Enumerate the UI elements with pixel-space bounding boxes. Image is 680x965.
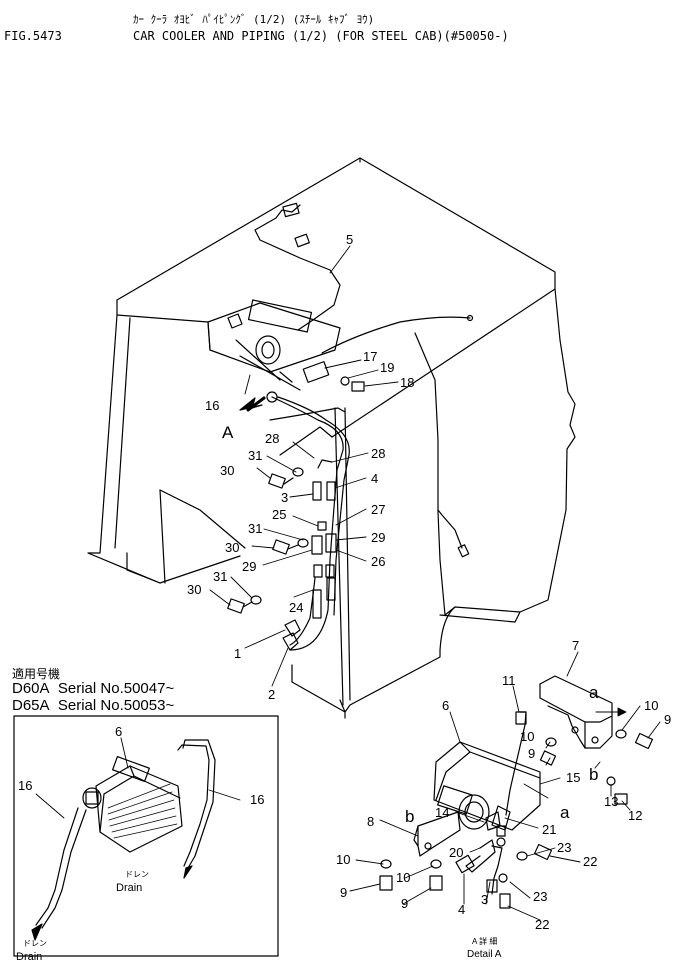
drain-jp-2: ドレン (23, 939, 47, 948)
label-28b: 28 (371, 446, 385, 461)
detail-label-21: 21 (542, 822, 556, 837)
part-4-fitting (326, 481, 336, 501)
label-19: 19 (380, 360, 394, 375)
detail-caption-jp: A 詳 細 (472, 936, 497, 946)
label-1: 1 (234, 646, 241, 661)
detail-label-6: 6 (442, 698, 449, 713)
detail-bolts (379, 729, 654, 891)
bolts-washers-main (227, 376, 365, 614)
label-31b: 31 (248, 521, 262, 536)
view-mark-A: A (222, 423, 234, 442)
detail-label-9a: 9 (664, 712, 671, 727)
detail-label-9b: 9 (528, 746, 535, 761)
wire-harness-5 (254, 202, 474, 558)
cab-left-wall (87, 314, 246, 584)
label-25: 25 (272, 507, 286, 522)
detail-label-22b: 22 (535, 917, 549, 932)
view-a-arrow (239, 396, 266, 412)
label-5: 5 (346, 232, 353, 247)
inset-label-16a: 16 (18, 778, 32, 793)
view-mark-b2: b (589, 765, 598, 784)
cab-floor-base (269, 407, 441, 719)
detail-label-11: 11 (502, 673, 516, 688)
cab-roof (116, 157, 556, 456)
detail-cooler-6 (433, 741, 541, 831)
detail-label-4: 4 (458, 902, 465, 917)
part-3-fitting (312, 481, 322, 501)
title-japanese: ｶｰ ｸｰﾗ ｵﾖﾋﾞ ﾊﾟｲﾋﾟﾝｸﾞ (1/2) (ｽﾁｰﾙ ｷｬﾌﾞ ﾖｳ… (133, 13, 375, 26)
drain-en-1: Drain (116, 882, 142, 894)
detail-label-10a: 10 (644, 698, 658, 713)
label-4: 4 (371, 471, 378, 486)
inset-drain-hoses (31, 737, 241, 941)
detail-fittings (455, 811, 511, 909)
detail-label-3: 3 (481, 892, 488, 907)
detail-label-13: 13 (604, 794, 618, 809)
label-2: 2 (268, 687, 275, 702)
label-17: 17 (363, 349, 377, 364)
label-29b: 29 (242, 559, 256, 574)
drain-jp-1: ドレン (125, 870, 149, 879)
label-31c: 31 (213, 569, 227, 584)
label-16: 16 (205, 398, 219, 413)
detail-label-9c: 9 (340, 885, 347, 900)
inset-label-16b: 16 (250, 792, 264, 807)
leader-lines-detail (349, 651, 661, 921)
drain-captions: ドレン Drain ドレン Drain (16, 870, 149, 963)
detail-label-23b: 23 (533, 889, 547, 904)
view-marks-detail: a b b a (405, 683, 599, 826)
hose-24 (312, 589, 322, 619)
detail-label-22a: 22 (583, 854, 597, 869)
piping-main (271, 396, 350, 651)
detail-bracket-11 (505, 711, 527, 816)
detail-caption-en: Detail A (467, 949, 502, 960)
inset-frame (13, 715, 279, 957)
label-27: 27 (371, 502, 385, 517)
view-mark-a1: a (589, 683, 599, 702)
detail-label-12: 12 (628, 808, 642, 823)
detail-a-caption: A 詳 細 Detail A (467, 936, 502, 960)
drain-en-2: Drain (16, 951, 42, 963)
view-mark-a2: a (560, 803, 570, 822)
part-labels-main: 5 17 19 18 16 28 28 31 4 30 3 25 27 31 2… (187, 232, 414, 702)
leader-lines-main (209, 245, 399, 687)
label-31a: 31 (248, 448, 262, 463)
serial-row-d65a: D65A Serial No.50053~ (12, 697, 175, 714)
figure-number: FIG.5473 (4, 29, 62, 43)
detail-label-7: 7 (572, 638, 579, 653)
view-mark-b1: b (405, 807, 414, 826)
label-28a: 28 (265, 431, 279, 446)
title-english: CAR COOLER AND PIPING (1/2) (FOR STEEL C… (133, 29, 509, 43)
detail-bracket-8 (413, 811, 461, 857)
detail-label-20: 20 (449, 845, 463, 860)
cooler-unit-main (207, 299, 341, 403)
cab-rear-pillar (414, 288, 576, 651)
part-labels-detail: 7 11 6 10 9 10 9 15 13 12 14 8 21 20 23 … (336, 638, 671, 932)
label-29a: 29 (371, 530, 385, 545)
label-3: 3 (281, 490, 288, 505)
detail-label-9d: 9 (401, 896, 408, 911)
inset-label-6: 6 (115, 724, 122, 739)
part-labels-inset: 6 16 16 (18, 724, 264, 807)
detail-label-23a: 23 (557, 840, 571, 855)
applicable-serials-heading: 適用号機 (12, 667, 61, 681)
detail-label-10b: 10 (520, 729, 534, 744)
detail-label-10d: 10 (396, 870, 410, 885)
label-30a: 30 (220, 463, 234, 478)
detail-label-14: 14 (435, 805, 449, 820)
detail-label-8: 8 (367, 814, 374, 829)
label-30c: 30 (187, 582, 201, 597)
serial-row-d60a: D60A Serial No.50047~ (12, 680, 175, 697)
detail-label-15: 15 (566, 770, 580, 785)
part-29-fitting (311, 535, 323, 555)
label-24: 24 (289, 600, 303, 615)
label-30b: 30 (225, 540, 239, 555)
detail-label-10c: 10 (336, 852, 350, 867)
detail-bracket-7 (539, 675, 613, 749)
inset-cooler (82, 756, 183, 853)
label-18: 18 (400, 375, 414, 390)
label-26: 26 (371, 554, 385, 569)
